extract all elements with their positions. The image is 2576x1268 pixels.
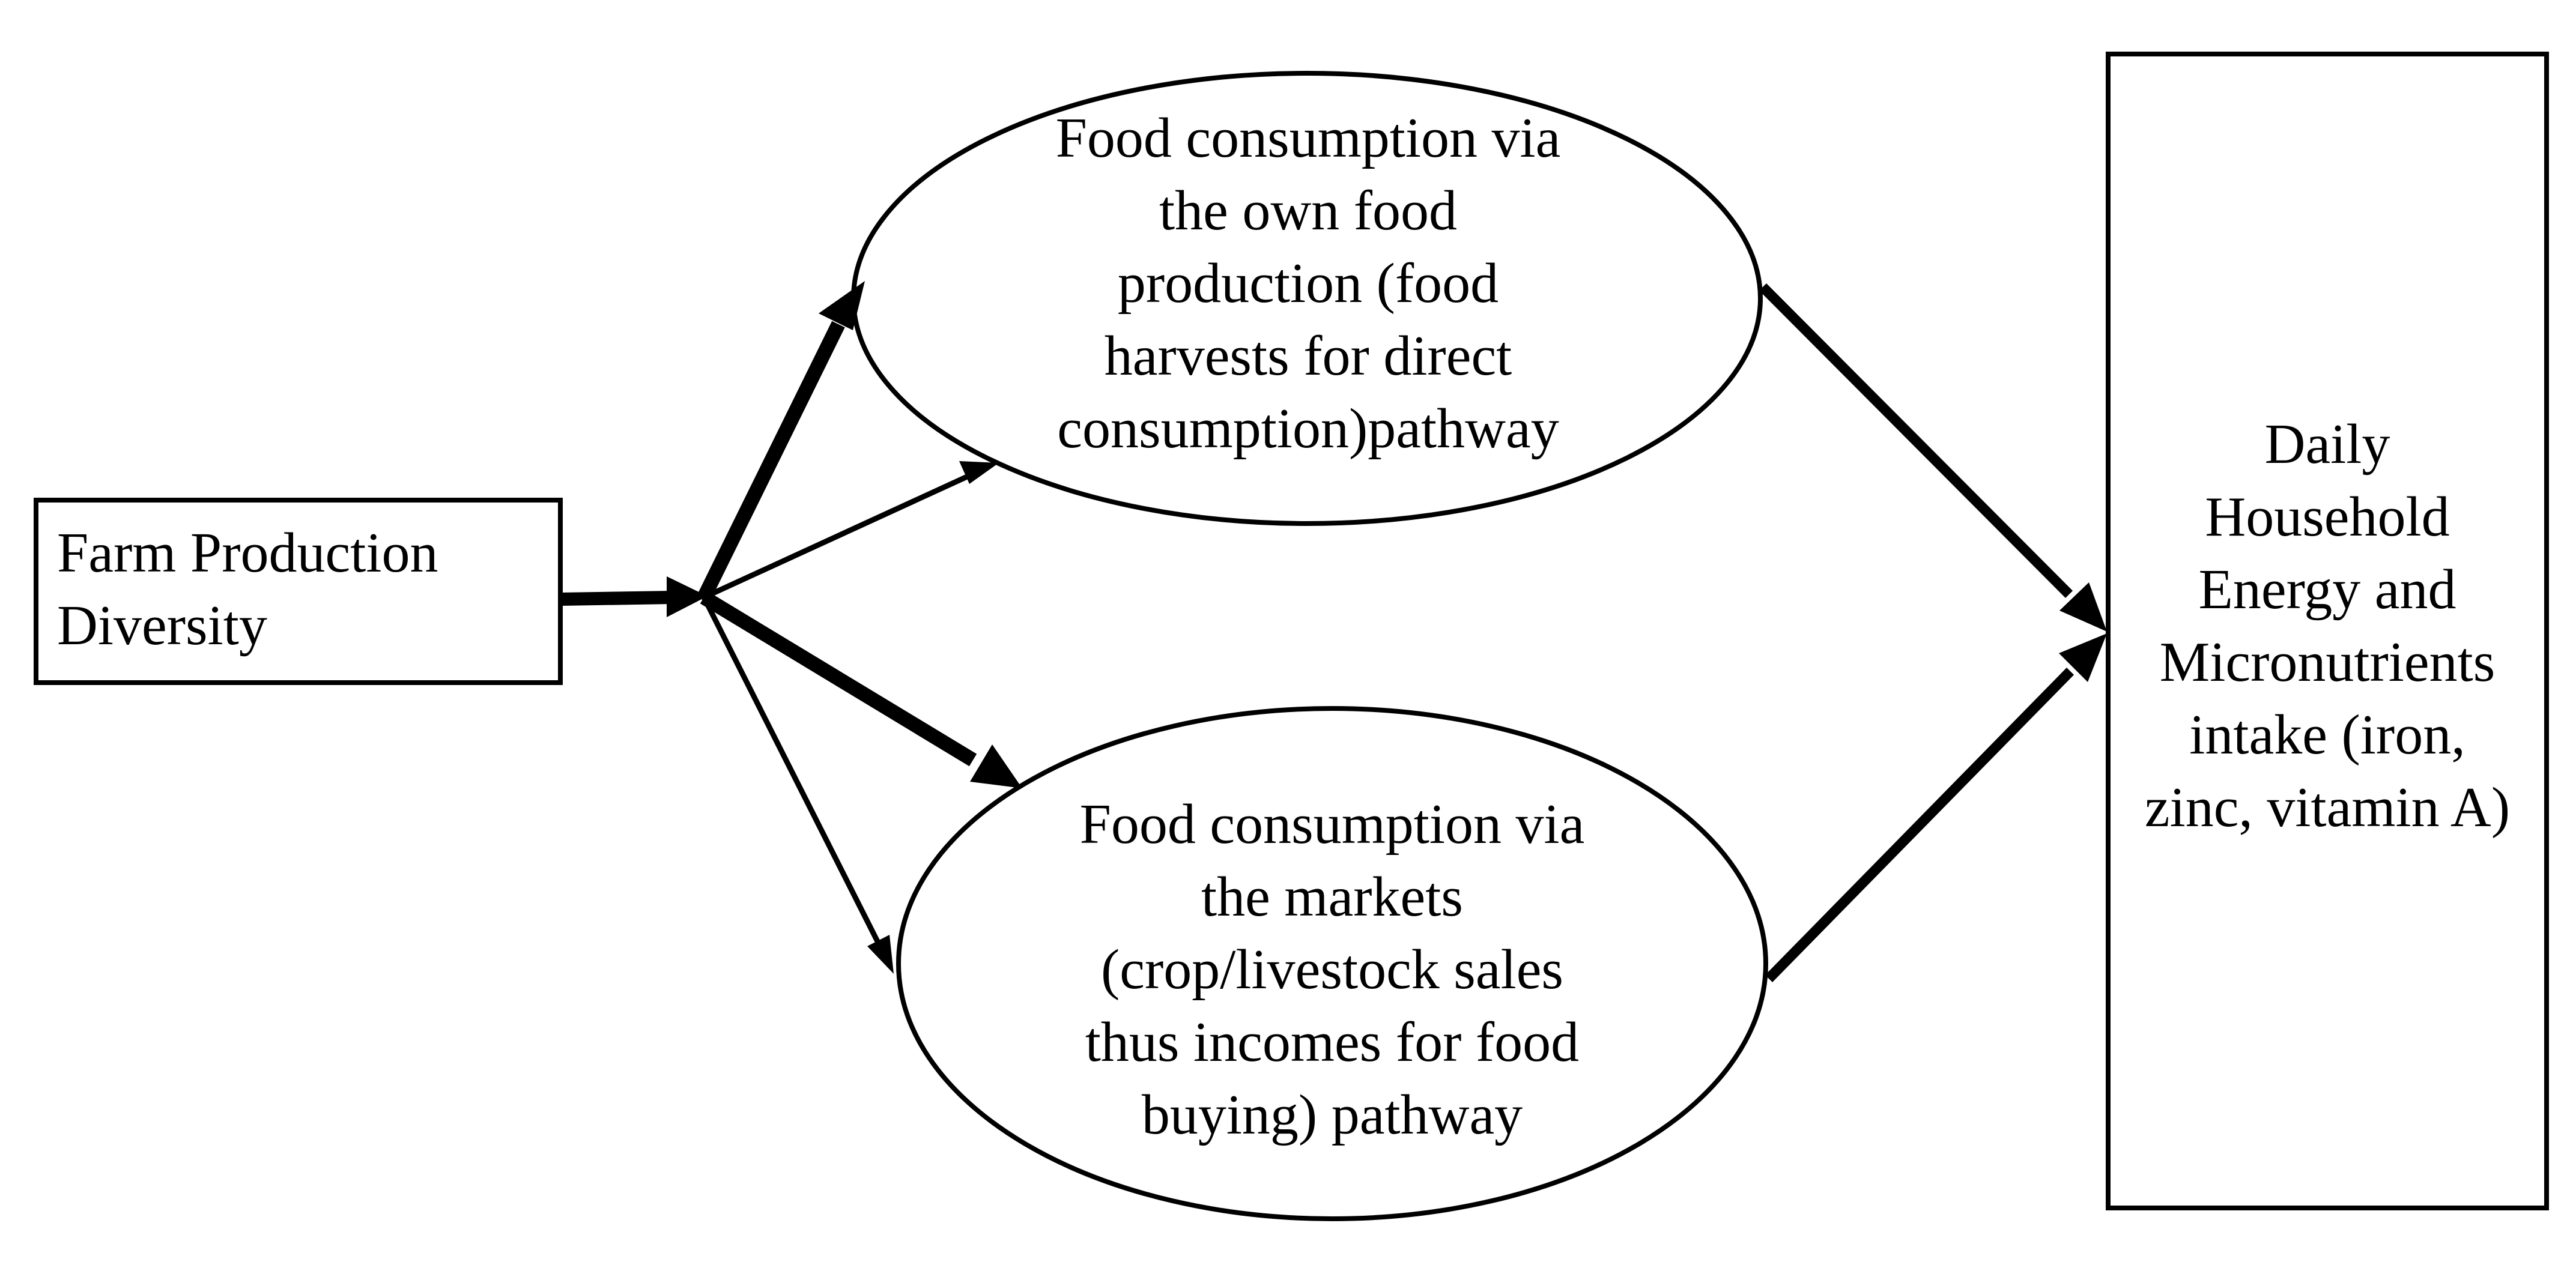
own-production-label-line: the own food [1159,180,1458,242]
market-pathway-label-line: (crop/livestock sales [1100,938,1564,1001]
household-intake-label-line: Energy and [2198,558,2456,621]
household-intake-label-line: Daily [2264,413,2390,476]
market-pathway-label-line: Food consumption via [1079,793,1585,856]
household-intake-label-line: intake (iron, [2189,704,2465,766]
farm-production-label-line: Farm Production [57,522,438,584]
edge-farm-to-branch [561,576,708,617]
household-intake-label-line: Household [2205,486,2450,548]
arrowhead [2059,582,2107,632]
arrowhead [970,744,1022,788]
edge-branch-to-own-thick [697,281,865,601]
edge-own-to-intake [1759,283,2107,632]
own-production-label-line: harvests for direct [1104,325,1512,387]
market-pathway-label: Food consumption via the markets (crop/l… [937,788,1727,1152]
edge-branch-to-market-thin [701,596,894,974]
market-pathway-label-line: buying) pathway [1141,1084,1523,1146]
own-production-label-line: consumption)pathway [1057,397,1559,460]
farm-production-label: Farm Production Diversity [57,517,438,662]
arrowhead [2059,633,2107,682]
arrowhead [819,281,865,330]
household-intake-label-line: Micronutrients [2159,631,2496,693]
arrowhead [867,935,894,974]
household-intake-label-line: zinc, vitamin A) [2144,776,2511,839]
own-production-label-line: Food consumption via [1055,107,1561,169]
edge-market-to-intake [1765,633,2107,982]
farm-production-box [34,498,563,685]
farm-production-label-line: Diversity [57,594,267,657]
market-pathway-label-line: thus incomes for food [1085,1011,1580,1073]
market-pathway-ellipse [896,706,1768,1221]
edge-branch-to-market-thick [700,591,1022,788]
arrowhead [667,576,708,617]
edge-branch-to-own-thin [703,461,999,600]
market-pathway-label-line: the markets [1201,866,1463,928]
own-production-label-line: production (food [1117,252,1499,315]
household-intake-box [2106,52,2549,1210]
arrowhead [959,461,999,484]
own-production-pathway-label: Food consumption via the own food produc… [924,102,1693,465]
household-intake-label: Daily Household Energy and Micronutrient… [2111,408,2544,844]
